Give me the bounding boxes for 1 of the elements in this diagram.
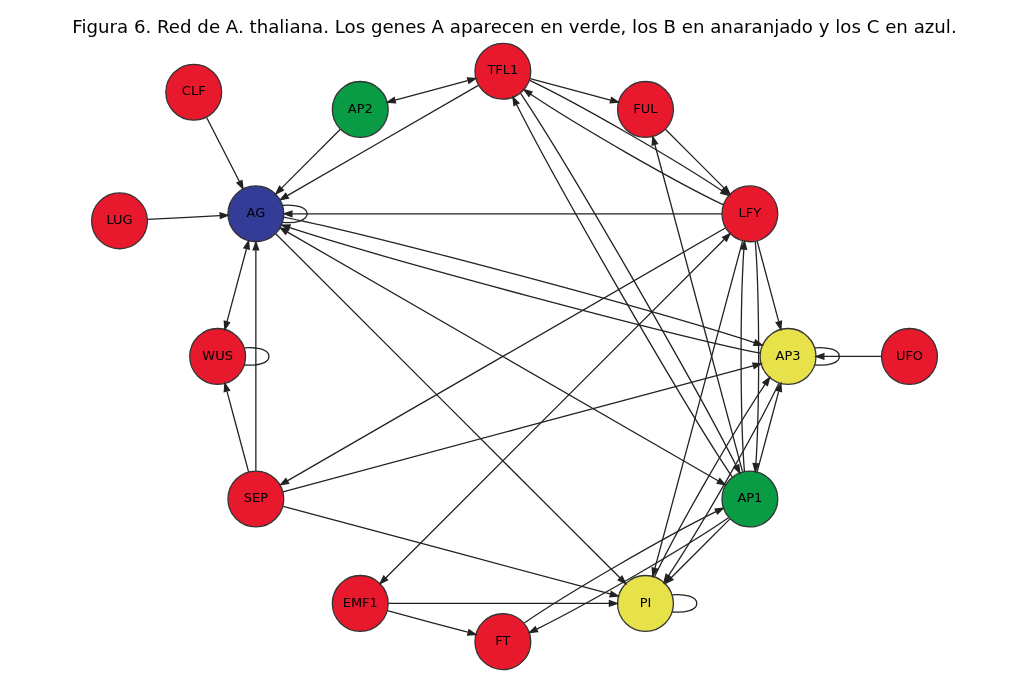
diagram-title: Figura 6. Red de A. thaliana. Los genes A aparecen en verde, los B en anaranjado y los C en azul. [72,16,957,38]
